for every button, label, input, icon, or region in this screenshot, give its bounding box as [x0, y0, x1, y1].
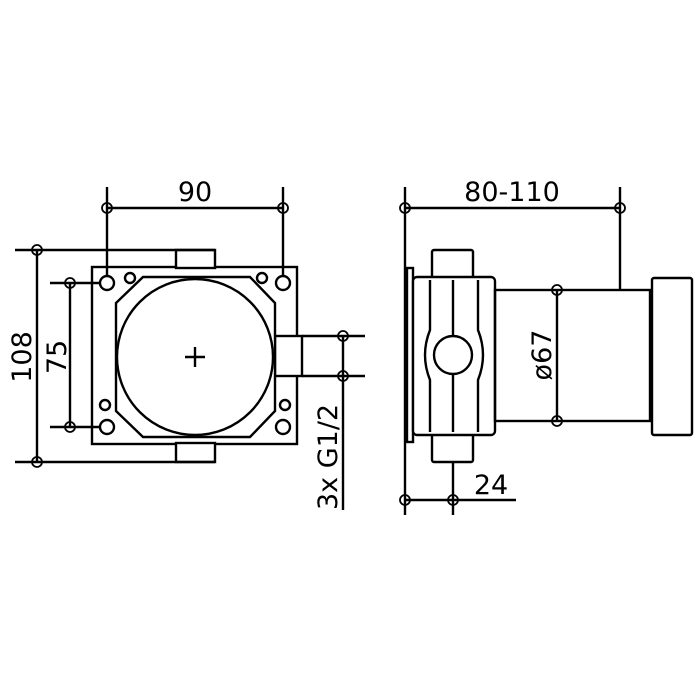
dim-depth-label: 80-110 [464, 177, 560, 208]
mount-hole [274, 418, 292, 436]
dim-connection-label: 3x G1/2 [313, 404, 344, 510]
top-stub [430, 248, 475, 280]
body-contours [423, 280, 485, 432]
small-hole [123, 271, 137, 285]
side-outlet [273, 334, 304, 378]
dim-90-lines [105, 187, 285, 276]
bottom-outlet [174, 441, 217, 464]
dim-90-label: 90 [178, 177, 212, 208]
side-port [432, 334, 474, 376]
dim-depth-lines [403, 187, 622, 515]
dim-24-lines [405, 462, 516, 515]
mount-hole [98, 274, 116, 292]
sleeve-cylinder [493, 288, 652, 423]
small-hole [255, 271, 269, 285]
body-circle [115, 277, 275, 437]
small-hole [98, 398, 112, 412]
end-cap [650, 276, 694, 437]
dim-108-label: 108 [7, 331, 38, 383]
dim-24-label: 24 [474, 470, 508, 501]
center-cross-icon [185, 347, 205, 367]
front-view: 90 108 75 3x G1/2 [7, 177, 365, 510]
dim-75-label: 75 [42, 340, 73, 374]
bottom-stub [430, 432, 475, 464]
dim-108-lines [15, 248, 215, 464]
small-hole [278, 398, 292, 412]
dim-diameter-label: ø67 [527, 330, 558, 381]
dim-connection-lines [302, 334, 365, 510]
top-outlet [174, 248, 217, 270]
side-view: 80-110 ø67 24 [399, 177, 694, 515]
mount-hole [98, 418, 116, 436]
mount-hole [274, 274, 292, 292]
